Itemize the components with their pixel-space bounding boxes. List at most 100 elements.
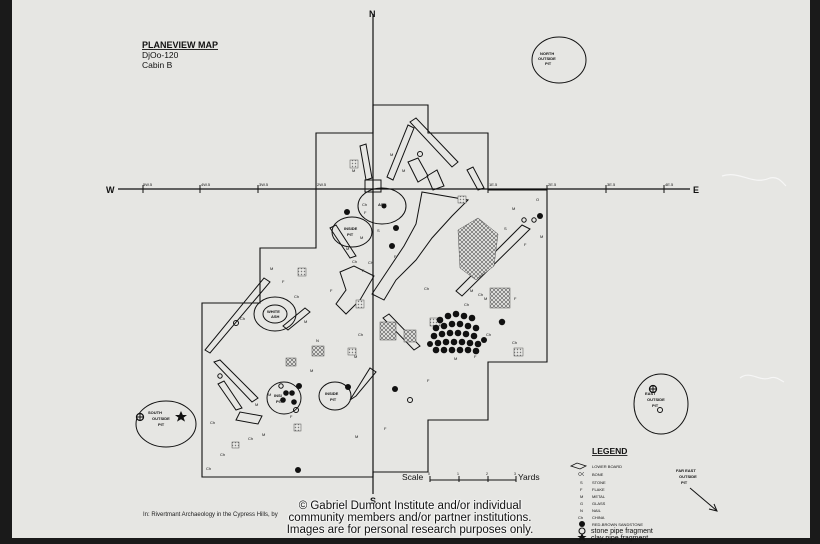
map-title: PLANEVIEW MAP xyxy=(142,40,218,50)
legend-item-flake: F FLAKE xyxy=(580,487,605,492)
svg-text:Ch: Ch xyxy=(478,292,483,297)
grid-label-1e: 1E.5 xyxy=(489,182,498,187)
svg-text:M: M xyxy=(470,288,473,293)
svg-text:Ch: Ch xyxy=(424,286,429,291)
inside-pit-north-label-1: INSIDE xyxy=(344,226,358,231)
svg-text:F: F xyxy=(282,279,285,284)
pit-west-label-2: PIT xyxy=(276,399,283,404)
svg-text:Ch: Ch xyxy=(362,202,367,207)
svg-text:M: M xyxy=(580,494,583,499)
legend-title: LEGEND xyxy=(592,446,627,456)
svg-text:M: M xyxy=(402,168,405,173)
scale-unit: Yards xyxy=(518,472,540,482)
inside-pit-north xyxy=(331,216,373,248)
east-pit-label-3: PIT xyxy=(652,403,659,408)
north-pit-label-2: OUTSIDE xyxy=(538,56,556,61)
svg-text:clay pipe fragment: clay pipe fragment xyxy=(591,535,648,542)
inside-pit-west xyxy=(266,381,302,415)
axis-ticks xyxy=(142,185,665,193)
far-east-pit-label-1: FAR EAST xyxy=(676,468,696,473)
svg-text:Ch: Ch xyxy=(220,452,225,457)
legend-item-sandstone: RED-BROWN SANDSTONE xyxy=(579,521,643,527)
scale-tick-3: 3 xyxy=(514,472,516,476)
svg-text:FLAKE: FLAKE xyxy=(592,487,605,492)
svg-text:stone pipe fragment: stone pipe fragment xyxy=(591,528,653,535)
west-label: W xyxy=(106,185,115,195)
svg-text:F: F xyxy=(394,254,397,259)
site-code: DjOo-120 xyxy=(142,50,179,60)
svg-text:M: M xyxy=(304,319,307,324)
cabin-label: Cabin B xyxy=(142,60,173,70)
svg-text:N: N xyxy=(580,508,583,513)
svg-text:M: M xyxy=(268,392,271,397)
svg-text:F: F xyxy=(364,210,367,215)
source-note: In: Rivertmant Archaeology in the Cypres… xyxy=(143,512,278,518)
east-label: E xyxy=(693,185,699,195)
inside-pit-south-label-1: INSIDE xyxy=(325,391,339,396)
svg-text:O: O xyxy=(536,197,539,202)
svg-text:GLASS: GLASS xyxy=(592,501,606,506)
svg-text:STONE: STONE xyxy=(592,480,606,485)
svg-text:M: M xyxy=(390,152,393,157)
legend-item-clay-pipe: clay pipe fragment xyxy=(577,533,648,542)
svg-text:F: F xyxy=(474,354,477,359)
svg-text:F: F xyxy=(384,426,387,431)
copyright-line-1: © Gabriel Dumont Institute and/or indivi… xyxy=(298,500,522,512)
svg-text:F: F xyxy=(330,288,333,293)
svg-text:M: M xyxy=(354,354,357,359)
svg-text:N: N xyxy=(316,338,319,343)
svg-text:M: M xyxy=(255,402,258,407)
svg-text:Ch: Ch xyxy=(248,436,253,441)
svg-text:F: F xyxy=(524,242,527,247)
grid-label-5w: 5W.5 xyxy=(143,182,153,187)
scale-label: Scale xyxy=(402,472,424,482)
white-ash-label-2: ASH xyxy=(271,314,280,319)
pit-west-label-1: INSI xyxy=(274,393,282,398)
pipe-fragment-markers xyxy=(135,384,658,422)
legend-item-china: Ch CHINA xyxy=(578,515,605,520)
south-pit-label-2: OUTSIDE xyxy=(152,416,170,421)
svg-text:RED-BROWN SANDSTONE: RED-BROWN SANDSTONE xyxy=(592,522,643,527)
legend-item-nail: N NAIL xyxy=(580,508,602,513)
svg-text:F: F xyxy=(427,378,430,383)
svg-text:M: M xyxy=(360,235,363,240)
svg-text:Ch: Ch xyxy=(464,302,469,307)
legend-item-lower-board: LOWER BOARD xyxy=(569,462,622,470)
svg-text:F: F xyxy=(580,487,583,492)
sandstone-cluster xyxy=(280,203,543,473)
svg-text:M: M xyxy=(355,434,358,439)
far-east-pit-label-2: OUTSIDE xyxy=(679,474,697,479)
grid-label-3w: 3W.5 xyxy=(259,182,269,187)
scale-tick-2: 2 xyxy=(486,472,488,476)
inside-pit-south xyxy=(318,381,352,411)
legend: LOWER BOARD BONE S STONE F FLAKE M METAL… xyxy=(569,462,653,542)
legend-item-glass: G GLASS xyxy=(580,501,606,506)
svg-text:M: M xyxy=(484,296,487,301)
copyright-line-2: community members and/or partner institu… xyxy=(288,512,532,524)
white-ash-feature xyxy=(253,296,297,332)
svg-text:Ch: Ch xyxy=(578,515,583,520)
white-ash-label-1: WHITE xyxy=(267,309,280,314)
legend-item-bone: BONE xyxy=(578,472,604,477)
svg-text:S: S xyxy=(504,226,507,231)
inside-pit-north-label-2: PIT xyxy=(347,232,354,237)
bone-areas xyxy=(231,159,524,449)
stone-markers xyxy=(217,151,663,413)
photo-frame xyxy=(12,0,810,538)
east-pit-label-1: EAST xyxy=(645,391,656,396)
svg-text:Ch: Ch xyxy=(352,259,357,264)
legend-item-metal: M METAL xyxy=(580,494,606,499)
legend-item-stone-pipe: stone pipe fragment xyxy=(578,527,653,535)
svg-text:G: G xyxy=(580,501,583,506)
scale-bar xyxy=(429,476,517,482)
far-east-pit-arrow xyxy=(689,487,718,512)
svg-text:LOWER BOARD: LOWER BOARD xyxy=(592,464,622,469)
svg-text:F: F xyxy=(362,268,365,273)
svg-text:NAIL: NAIL xyxy=(592,508,602,513)
svg-text:Ch: Ch xyxy=(512,340,517,345)
svg-text:CHINA: CHINA xyxy=(592,515,605,520)
copyright-watermark: © Gabriel Dumont Institute and/or indivi… xyxy=(250,500,570,536)
svg-text:S: S xyxy=(580,480,583,485)
